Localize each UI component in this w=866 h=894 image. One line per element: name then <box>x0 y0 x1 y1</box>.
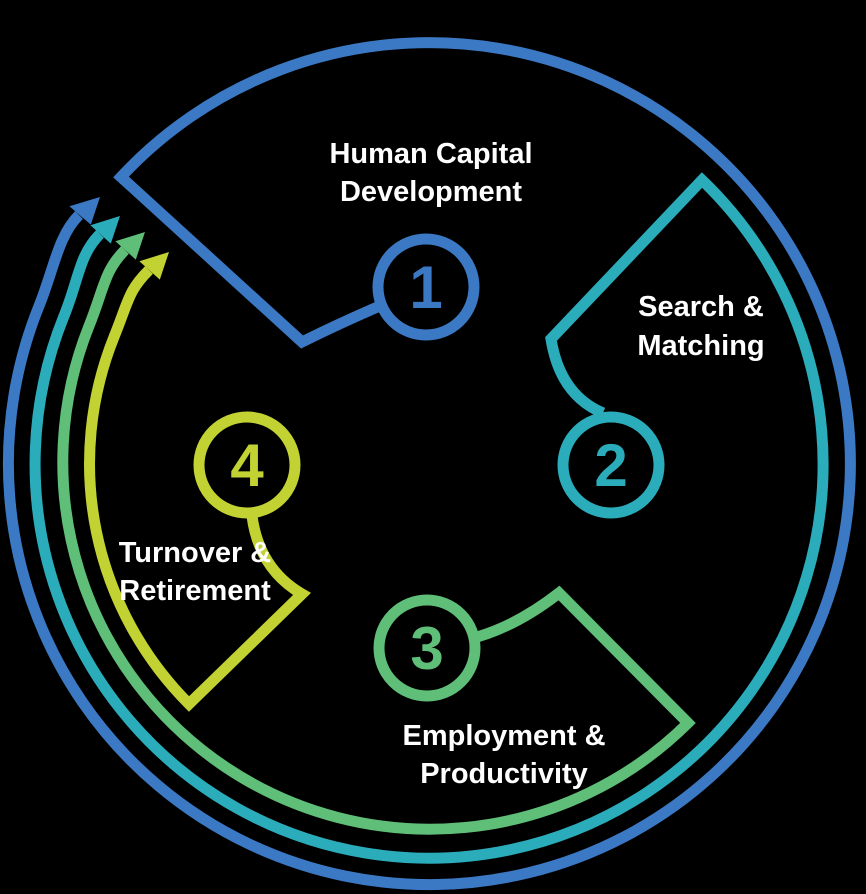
stage-1-label-line2: Development <box>340 176 522 208</box>
stage-3-arrow-band <box>57 246 696 835</box>
stage-1-number-circle <box>372 233 480 341</box>
stage-2-number: 2 <box>594 432 627 499</box>
stage-2-arrow-band <box>29 172 829 864</box>
stage-2-label-line1: Search & <box>638 291 764 323</box>
stage-4-label-line1: Turnover & <box>119 537 272 569</box>
stage-4-arrow-band <box>84 266 312 712</box>
stage-3-number-circle <box>373 594 481 702</box>
stage-4-number: 4 <box>230 432 264 499</box>
stage-1-number: 1 <box>409 254 442 321</box>
stage-4-exit-arrowhead-icon <box>139 252 169 280</box>
stage-3-label-line2: Productivity <box>420 758 588 790</box>
stage-3-number: 3 <box>410 615 443 682</box>
stage-2-number-circle <box>557 411 665 519</box>
stage-3-exit-arrowhead-icon <box>115 232 145 260</box>
stage-2-label-line2: Matching <box>637 330 764 362</box>
stage-1-label-line1: Human Capital <box>329 138 532 170</box>
stage-4-number-circle <box>193 411 301 519</box>
stage-4-label-line2: Retirement <box>119 575 271 607</box>
stage-2-exit-arrowhead-icon <box>90 216 120 244</box>
stage-3-label-line1: Employment & <box>402 720 605 752</box>
stage-1-exit-arrowhead-icon <box>69 197 100 225</box>
stage-1-arrow-band <box>2 37 856 891</box>
